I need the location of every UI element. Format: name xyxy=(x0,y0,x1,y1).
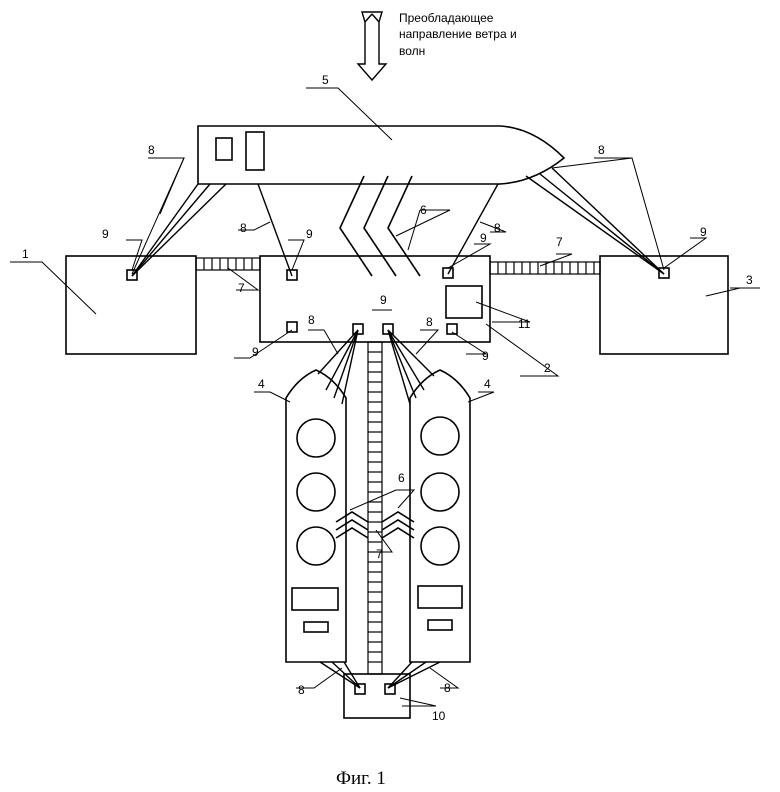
callout-6-top: 6 xyxy=(420,203,427,217)
callout-11: 11 xyxy=(518,317,531,331)
breakwater-5 xyxy=(198,126,564,184)
vessel-right-4 xyxy=(410,370,470,662)
callout-9-g: 9 xyxy=(380,293,387,307)
callout-1: 1 xyxy=(22,247,29,261)
breakwater-window-large xyxy=(246,132,264,170)
callout-9-c: 9 xyxy=(700,225,707,239)
callout-8-h: 8 xyxy=(444,681,451,695)
callout-8-e: 8 xyxy=(308,313,315,327)
callout-9-e: 9 xyxy=(252,345,259,359)
callout-3: 3 xyxy=(746,273,753,287)
wind-label-line-2: направление ветра и xyxy=(399,27,517,41)
callout-8-f: 8 xyxy=(426,315,433,329)
pontoon-10 xyxy=(344,674,410,718)
wind-direction-arrow xyxy=(358,12,386,80)
pontoon-2 xyxy=(260,256,490,342)
callout-7-right: 7 xyxy=(556,235,563,249)
fenders-top-6 xyxy=(340,176,420,276)
breakwater-window-small xyxy=(216,138,232,160)
callout-2: 2 xyxy=(544,361,551,375)
pontoon-3 xyxy=(600,256,728,354)
mooring-lines-vessels-top xyxy=(318,330,434,404)
wind-label-line-1: Преобладающее xyxy=(399,11,494,25)
callout-7-central: 7 xyxy=(376,547,383,561)
callout-9-a: 9 xyxy=(102,227,109,241)
callout-5: 5 xyxy=(322,73,329,87)
callout-10: 10 xyxy=(432,709,446,723)
vessel-left-4 xyxy=(286,370,346,662)
wind-label-line-3: волн xyxy=(399,44,425,58)
callout-4-right: 4 xyxy=(484,377,491,391)
callout-8-c: 8 xyxy=(240,221,247,235)
callout-9-f: 9 xyxy=(482,349,489,363)
callout-8-d: 8 xyxy=(494,221,501,235)
callout-9-b: 9 xyxy=(306,227,313,241)
callout-8-a: 8 xyxy=(148,143,155,157)
callout-4-left: 4 xyxy=(258,377,265,391)
callout-8-g: 8 xyxy=(298,683,305,697)
callout-9-d: 9 xyxy=(480,231,487,245)
callout-7-left: 7 xyxy=(238,281,245,295)
mooring-lines-vessels-bottom xyxy=(320,662,440,688)
figure-caption: Фиг. 1 xyxy=(336,768,386,789)
callout-8-b: 8 xyxy=(598,143,605,157)
fenders-mid-6 xyxy=(336,512,414,538)
callout-6-mid: 6 xyxy=(398,471,405,485)
gangway-central-7 xyxy=(368,342,382,674)
